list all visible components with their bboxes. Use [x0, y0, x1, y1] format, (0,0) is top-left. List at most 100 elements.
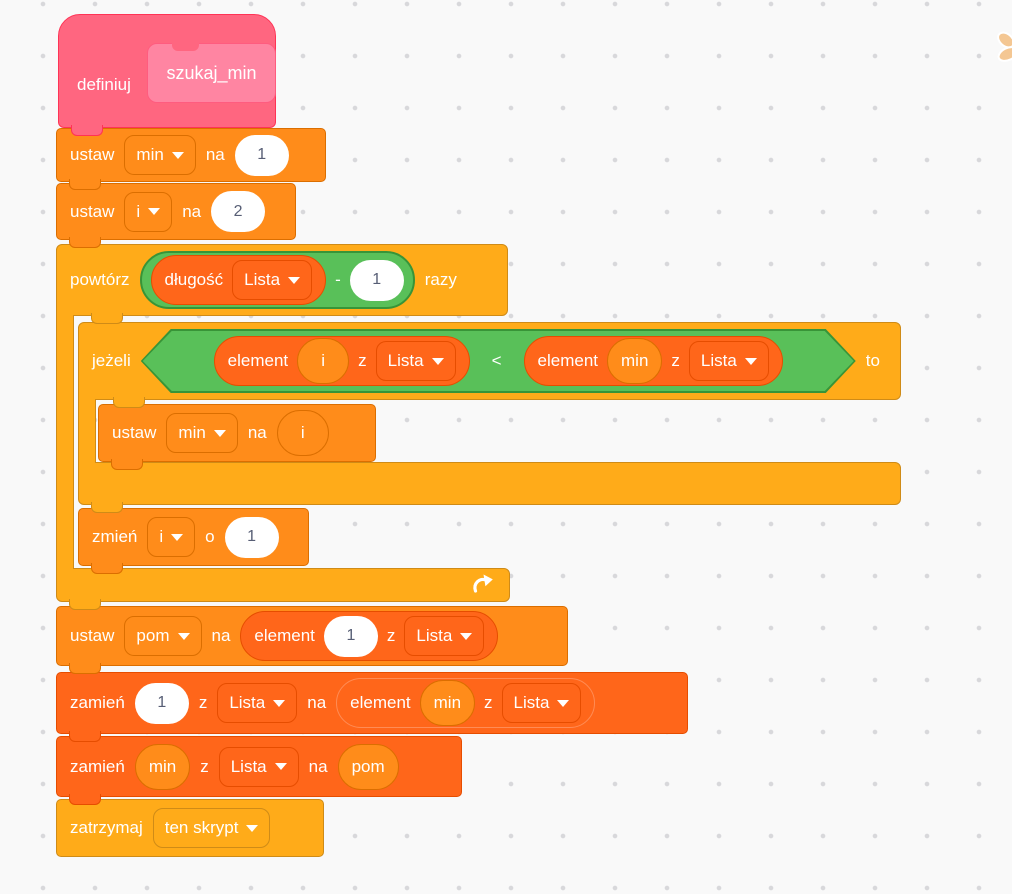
- times-label: razy: [424, 270, 457, 289]
- variable-value: min: [433, 693, 462, 712]
- variable-value: i: [321, 351, 326, 370]
- dropdown-value: Lista: [387, 351, 424, 370]
- list-dropdown[interactable]: Lista: [689, 341, 769, 381]
- dropdown-caret-icon: [745, 358, 757, 365]
- replace-label: zamień: [70, 693, 125, 712]
- item-of-list-reporter[interactable]: element min z Lista: [336, 678, 596, 728]
- variable-value: pom: [351, 756, 385, 776]
- dropdown-caret-icon: [246, 824, 259, 832]
- change-label: zmień: [92, 527, 138, 546]
- change-variable-block-i[interactable]: zmień i o 1: [78, 508, 309, 574]
- variable-reporter-pom[interactable]: pom: [337, 743, 399, 790]
- set-label: ustaw: [70, 626, 115, 645]
- repeat-block-header[interactable]: powtórz długość Lista - 1 razy: [56, 244, 508, 324]
- then-label: to: [865, 351, 880, 370]
- dropdown-value: Lista: [416, 626, 453, 645]
- item-of-list-reporter-left[interactable]: element i z Lista: [214, 336, 470, 386]
- define-hat-block[interactable]: definiuj szukaj_min: [58, 14, 276, 136]
- item-of-list-reporter[interactable]: element 1 z Lista: [240, 611, 499, 661]
- number-input[interactable]: 1: [134, 682, 189, 724]
- of-label: z: [671, 351, 680, 370]
- of-label: z: [200, 756, 209, 776]
- dropdown-caret-icon: [177, 632, 190, 640]
- variable-reporter-i[interactable]: i: [297, 338, 349, 384]
- set-variable-block-pom[interactable]: ustaw pom na element 1 z Lista: [56, 606, 568, 674]
- dropdown-caret-icon: [213, 429, 226, 437]
- dropdown-value: Lista: [244, 270, 281, 289]
- dropdown-value: ten skrypt: [164, 818, 239, 837]
- if-label: jeżeli: [92, 351, 131, 370]
- dropdown-caret-icon: [171, 151, 184, 159]
- set-label: ustaw: [70, 201, 115, 221]
- repeat-block-spine[interactable]: [56, 315, 74, 569]
- if-block-footer[interactable]: [78, 462, 901, 513]
- set-variable-block-i[interactable]: ustaw i na 2: [56, 183, 296, 248]
- variable-dropdown-i[interactable]: i: [147, 517, 196, 557]
- list-dropdown[interactable]: Lista: [218, 746, 299, 787]
- dropdown-value: pom: [136, 626, 170, 645]
- set-variable-block-min-to-i[interactable]: ustaw min na i: [98, 404, 376, 470]
- repeat-block-footer[interactable]: [56, 568, 510, 610]
- number-input[interactable]: 1: [349, 259, 404, 301]
- custom-block-name: szukaj_min: [166, 62, 257, 83]
- element-label: element: [254, 626, 315, 645]
- list-dropdown[interactable]: Lista: [217, 683, 298, 723]
- stop-block[interactable]: zatrzymaj ten skrypt: [56, 799, 324, 857]
- variable-dropdown-min[interactable]: min: [124, 135, 196, 175]
- variable-reporter-min[interactable]: min: [134, 743, 191, 790]
- loop-arrow-icon: [473, 574, 493, 593]
- replace-item-block-first[interactable]: zamień 1 z Lista na element min z Lista: [56, 672, 688, 742]
- with-label: na: [308, 756, 328, 776]
- number-input[interactable]: 1: [323, 615, 378, 657]
- to-label: na: [247, 423, 267, 442]
- of-label: z: [484, 693, 493, 712]
- dropdown-value: Lista: [513, 693, 550, 712]
- minus-operator-label: -: [335, 270, 341, 289]
- element-label: element: [537, 351, 598, 370]
- item-of-list-reporter-right[interactable]: element min z Lista: [524, 336, 783, 386]
- variable-dropdown-pom[interactable]: pom: [124, 616, 202, 656]
- less-than-label: <: [491, 351, 502, 370]
- dropdown-caret-icon: [288, 276, 301, 284]
- number-input[interactable]: 2: [211, 191, 266, 232]
- custom-block-prototype[interactable]: szukaj_min: [147, 43, 276, 103]
- dropdown-value: Lista: [700, 351, 737, 370]
- by-label: o: [205, 527, 215, 546]
- number-value: 1: [346, 627, 356, 644]
- number-input[interactable]: 1: [224, 516, 279, 558]
- list-dropdown[interactable]: Lista: [501, 683, 582, 723]
- variable-reporter-min[interactable]: min: [607, 338, 662, 384]
- list-dropdown[interactable]: Lista: [404, 616, 485, 656]
- dropdown-caret-icon: [148, 208, 161, 215]
- sprite-fragment-icon: [997, 31, 1012, 62]
- number-value: 1: [257, 146, 267, 163]
- set-label: ustaw: [112, 423, 157, 442]
- number-input[interactable]: 1: [234, 134, 289, 176]
- variable-dropdown-min[interactable]: min: [166, 413, 238, 453]
- less-than-operator[interactable]: element i z Lista < element min: [141, 329, 856, 393]
- if-block-spine[interactable]: [78, 399, 96, 463]
- stop-label: zatrzymaj: [70, 818, 143, 837]
- number-value: 2: [233, 202, 243, 220]
- dropdown-caret-icon: [171, 533, 184, 541]
- repeat-label: powtórz: [70, 270, 130, 289]
- stop-option-dropdown[interactable]: ten skrypt: [152, 808, 271, 848]
- element-label: element: [227, 351, 289, 370]
- number-value: 1: [157, 694, 167, 711]
- set-variable-block-min[interactable]: ustaw min na 1: [56, 128, 326, 190]
- to-label: na: [182, 201, 202, 221]
- variable-reporter-i[interactable]: i: [276, 410, 329, 456]
- variable-dropdown-i[interactable]: i: [124, 191, 173, 232]
- dropdown-caret-icon: [273, 699, 286, 707]
- variable-value: min: [621, 351, 649, 370]
- list-dropdown[interactable]: Lista: [376, 341, 456, 381]
- dropdown-value: min: [136, 145, 164, 164]
- variable-reporter-min[interactable]: min: [419, 680, 476, 726]
- replace-item-block-min[interactable]: zamień min z Lista na pom: [56, 736, 462, 805]
- length-of-list-reporter[interactable]: długość Lista: [150, 255, 327, 305]
- if-block-header[interactable]: jeżeli element i z Lista < element: [78, 322, 901, 408]
- list-dropdown[interactable]: Lista: [232, 260, 313, 300]
- subtraction-operator[interactable]: długość Lista - 1: [139, 251, 415, 309]
- dropdown-value: Lista: [230, 756, 267, 776]
